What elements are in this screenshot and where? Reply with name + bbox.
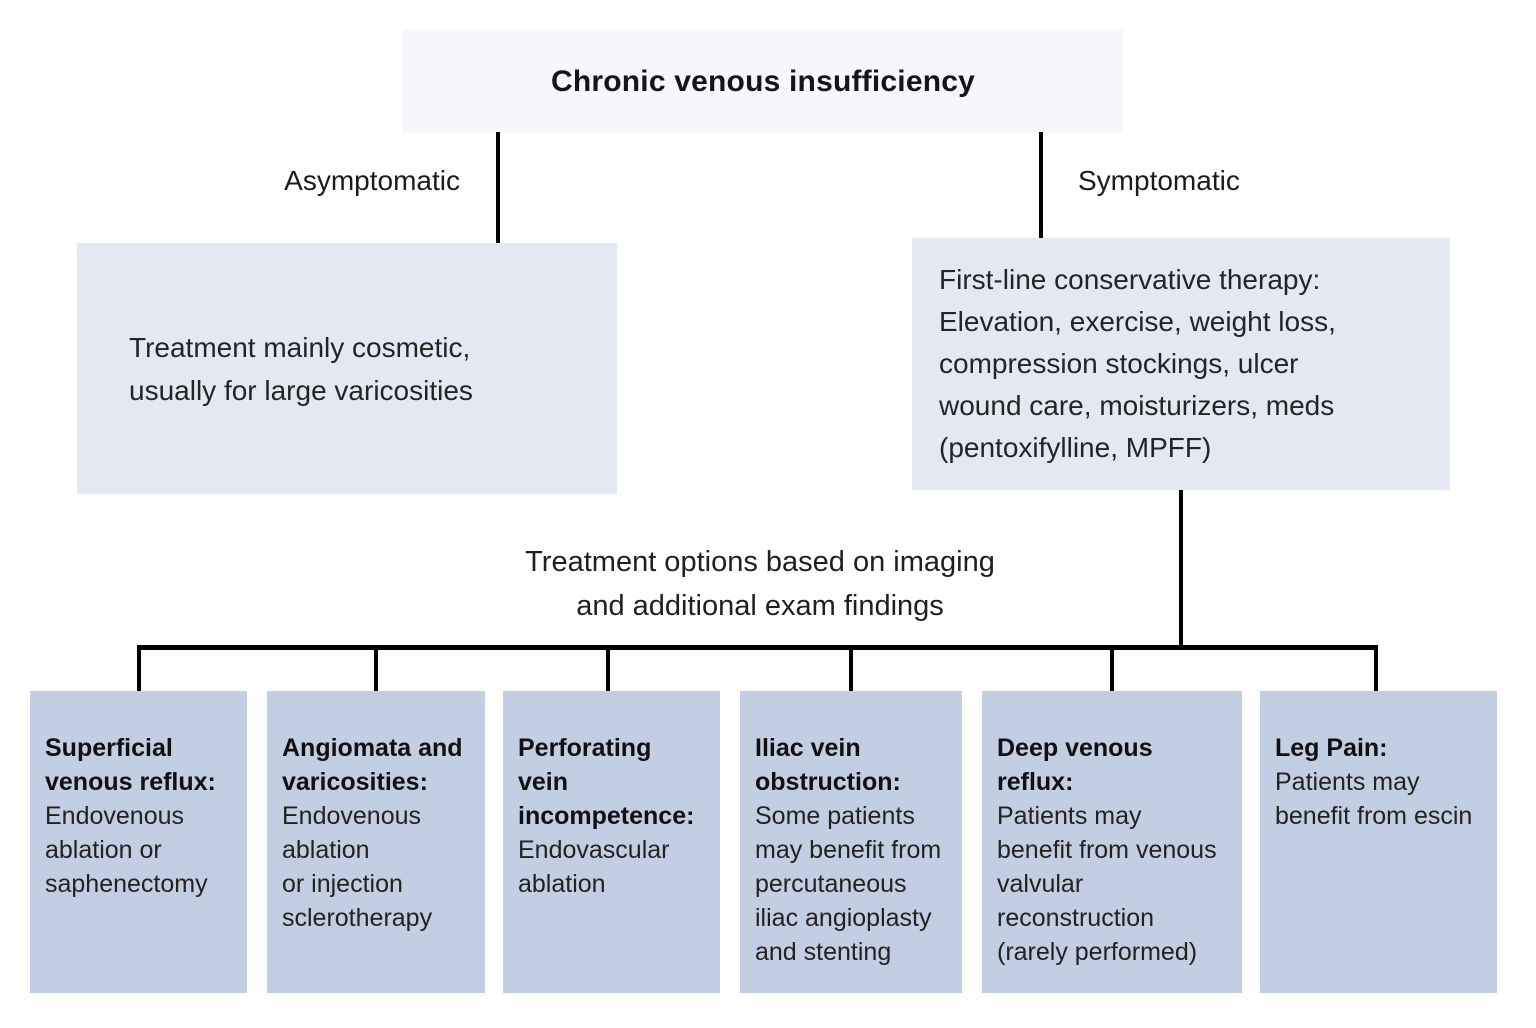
treatment-box-title: Iliac vein obstruction: (755, 734, 901, 796)
treatment-box-title: Angiomata and varicosities: (282, 734, 463, 796)
node-superficial-venous-reflux: Superficial venous reflux: Endovenous ab… (30, 691, 247, 993)
node-angiomata-varicosities: Angiomata and varicosities: Endovenous a… (267, 691, 485, 993)
branch-label-asymptomatic: Asymptomatic (284, 165, 460, 196)
connector-drop-superficial-venous-reflux (137, 645, 141, 692)
treatment-box-title: Superficial venous reflux: (45, 734, 216, 796)
treatment-box-body: Some patients may benefit from percutane… (755, 802, 942, 966)
connector-root-to-asymptomatic (496, 132, 500, 243)
root-node-chronic-venous-insufficiency: Chronic venous insufficiency (403, 30, 1123, 133)
node-first-line-conservative-therapy: First-line conservative therapy: Elevati… (912, 238, 1450, 490)
connector-drop-angiomata-varicosities (374, 645, 378, 692)
treatment-box-body: Endovenous ablation or saphenectomy (45, 802, 208, 898)
connector-root-to-symptomatic (1039, 132, 1043, 238)
connector-symptomatic-to-options (1179, 490, 1183, 647)
node-perforating-vein-incompetence: Perforating vein incompetence: Endovascu… (503, 691, 720, 993)
asymptomatic-treatment-text: Treatment mainly cosmetic, usually for l… (129, 331, 473, 406)
treatment-box-body: Endovascular ablation (518, 836, 670, 898)
diagram-title: Chronic venous insufficiency (550, 64, 976, 98)
node-iliac-vein-obstruction: Iliac vein obstruction: Some patients ma… (740, 691, 962, 993)
node-deep-venous-reflux: Deep venous reflux: Patients may benefit… (982, 691, 1242, 993)
treatment-box-title: Perforating vein incompetence: (518, 734, 695, 830)
branch-label-symptomatic: Symptomatic (1078, 165, 1240, 196)
treatment-box-body: Patients may benefit from venous valvula… (997, 802, 1217, 966)
node-asymptomatic-treatment: Treatment mainly cosmetic, usually for l… (77, 243, 617, 494)
treatment-options-label: Treatment options based on imaging and a… (525, 546, 995, 622)
treatment-box-title: Leg Pain: (1275, 734, 1388, 762)
connector-drop-leg-pain (1374, 645, 1378, 692)
connector-drop-perforating-vein (606, 645, 610, 692)
node-leg-pain: Leg Pain: Patients may benefit from esci… (1260, 691, 1497, 993)
connector-drop-deep-venous-reflux (1110, 645, 1114, 692)
treatment-box-body: Patients may benefit from escin (1275, 768, 1473, 830)
treatment-box-title: Deep venous reflux: (997, 734, 1153, 796)
connector-drop-iliac-vein-obstruction (849, 645, 853, 692)
treatment-box-body: Endovenous ablation or injection sclerot… (282, 802, 433, 932)
connector-options-bus (138, 645, 1378, 650)
conservative-therapy-text: First-line conservative therapy: Elevati… (939, 264, 1336, 463)
